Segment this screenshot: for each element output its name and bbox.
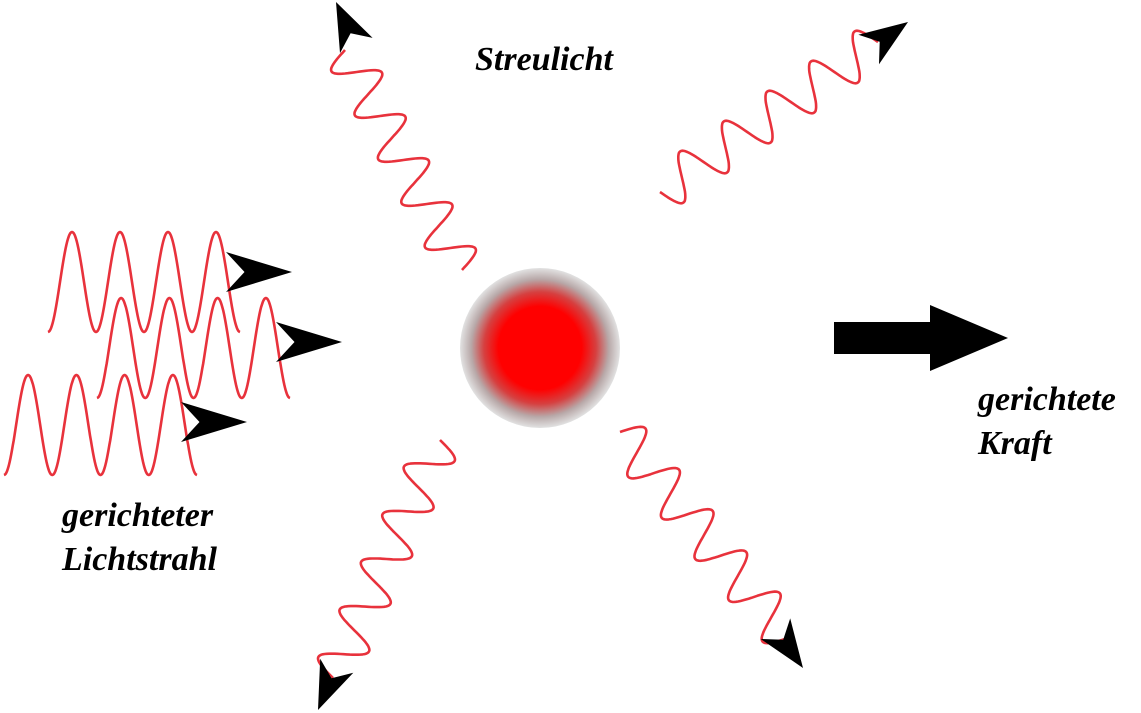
scattered-arrowhead-upper-left [336, 2, 373, 54]
beam-wave-top [47, 230, 241, 334]
scattered-wave-upper-right [659, 29, 879, 205]
scattered-wave-lower-right [619, 425, 789, 645]
particle-icon [460, 268, 620, 428]
beam-arrowhead-middle [276, 322, 342, 362]
directed-force-label-line1: gerichtete [978, 381, 1116, 418]
beam-wave-bottom [3, 373, 198, 477]
directed-beam-label: gerichteter Lichtstrahl [62, 494, 217, 582]
beam-arrowhead-top [226, 252, 292, 292]
directed-force-label-line2: Kraft [978, 425, 1052, 462]
scattered-arrowhead-lower-left [318, 658, 354, 710]
scattered-light [316, 2, 908, 710]
directed-force-label: gerichtete Kraft [978, 378, 1116, 466]
directed-beam-label-line1: gerichteter [62, 497, 214, 534]
beam-arrowhead-bottom [181, 402, 247, 442]
beam-wave-middle [96, 296, 291, 400]
scattered-light-label: Streulicht [475, 41, 613, 78]
scattered-wave-upper-left [329, 49, 478, 271]
scattered-wave-lower-left [316, 439, 457, 679]
directed-beam-label-line2: Lichtstrahl [62, 541, 217, 578]
incoming-beam [3, 230, 342, 477]
force-arrow-icon [834, 305, 1008, 371]
scattered-arrowhead-lower-right [760, 618, 803, 668]
scattered-arrowhead-upper-right [858, 22, 908, 65]
